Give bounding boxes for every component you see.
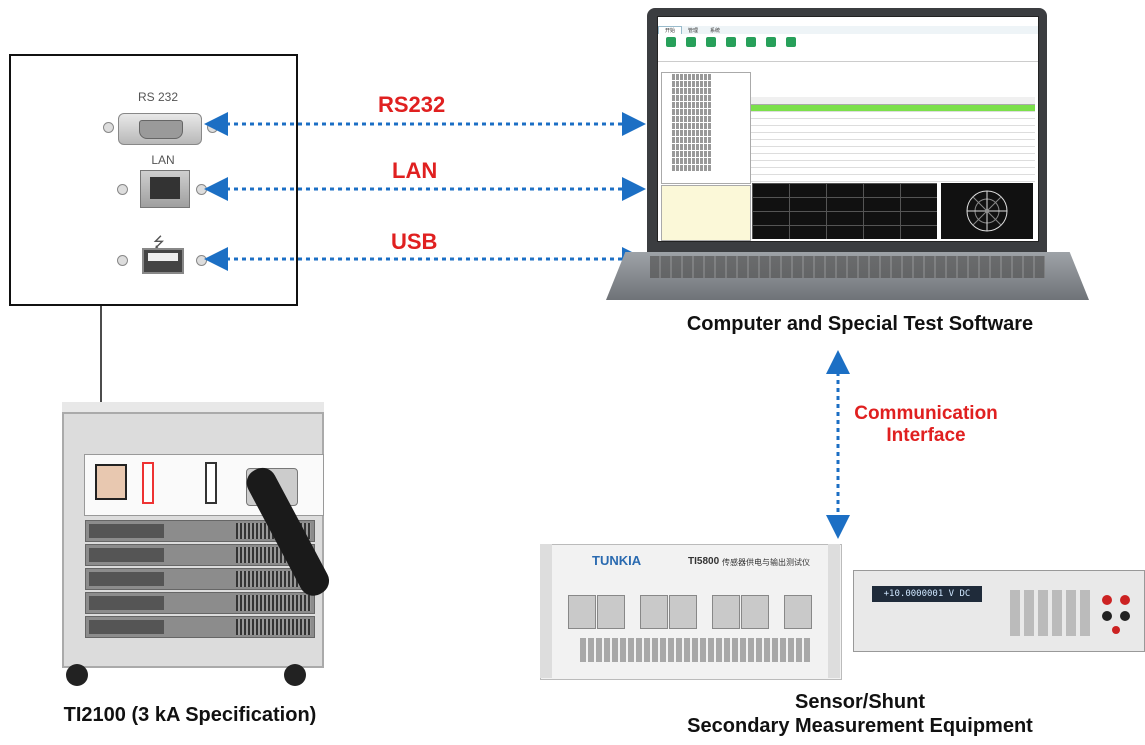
lan-port-label: LAN	[151, 153, 175, 167]
usb-link-label: USB	[391, 229, 438, 254]
rack-brand: TUNKIA	[592, 553, 642, 568]
software-ribbon	[658, 34, 1038, 62]
software-tree-panel	[661, 72, 751, 184]
dmm-terminals	[1098, 590, 1136, 636]
software-note-panel	[661, 185, 751, 241]
channel-terminal-icon	[784, 595, 812, 629]
channel-terminal-icon	[568, 595, 596, 629]
power-switch-icon	[142, 462, 154, 504]
screw-icon	[117, 184, 128, 195]
rs232-port-icon	[118, 113, 202, 145]
software-data-table	[751, 97, 1035, 182]
channel-terminal-icon	[712, 595, 740, 629]
breaker-icon	[205, 462, 217, 504]
channel-terminal-icon	[640, 595, 668, 629]
lan-port-icon	[140, 170, 190, 208]
rack-ear-left	[540, 544, 552, 678]
screw-icon	[117, 255, 128, 266]
secondary-caption: Sensor/Shunt Secondary Measurement Equip…	[687, 691, 1033, 737]
device-caption: TI2100 (3 kA Specification)	[63, 704, 317, 726]
report-icon[interactable]	[702, 37, 719, 58]
rack-vent	[580, 638, 810, 662]
power-module	[85, 616, 315, 638]
cabinet-top	[62, 402, 324, 414]
rs232-port-label: RS 232	[137, 90, 179, 104]
template-icon[interactable]	[722, 37, 739, 58]
screw-icon	[103, 122, 114, 133]
channel-terminal-icon	[597, 595, 625, 629]
power-module	[85, 592, 315, 614]
rack-model: TI5800	[688, 556, 720, 567]
channel-icon[interactable]	[742, 37, 759, 58]
rs232-link-label: RS232	[378, 92, 446, 117]
software-polar-plot	[941, 183, 1033, 239]
software-tab[interactable]: 管理	[688, 28, 699, 34]
computer-caption: Computer and Special Test Software	[686, 313, 1034, 335]
channel-terminal-icon	[741, 595, 769, 629]
software-tab[interactable]: 系统	[710, 28, 721, 34]
wheel-icon	[66, 664, 88, 686]
software-titlebar	[658, 17, 1038, 26]
laptop-keyboard	[650, 256, 1045, 278]
power-module	[85, 568, 315, 590]
setting-icon[interactable]	[762, 37, 779, 58]
rack-ear-right	[828, 544, 840, 678]
task-icon[interactable]	[682, 37, 699, 58]
comm-icon[interactable]	[782, 37, 799, 58]
usb-port-icon	[142, 248, 184, 274]
communication-label: Communication Interface	[854, 403, 998, 446]
usb-symbol-icon: ⭍	[153, 234, 165, 250]
calibrate-icon[interactable]	[662, 37, 679, 58]
cabinet-port-panel-icon	[95, 464, 127, 500]
dmm-display: +10.0000001 V DC	[872, 586, 982, 602]
wheel-icon	[284, 664, 306, 686]
channel-terminal-icon	[669, 595, 697, 629]
software-screen: 开始管理 系统	[657, 16, 1039, 242]
software-tab[interactable]: 开始	[658, 26, 683, 34]
lan-link-label: LAN	[392, 158, 438, 183]
digital-multimeter	[853, 570, 1145, 652]
rack-name: 传感器供电与输出测试仪	[722, 558, 810, 567]
software-tabs: 开始管理 系统	[658, 26, 1038, 34]
software-measurement-grid	[752, 183, 937, 239]
dmm-keypad	[1010, 590, 1090, 636]
